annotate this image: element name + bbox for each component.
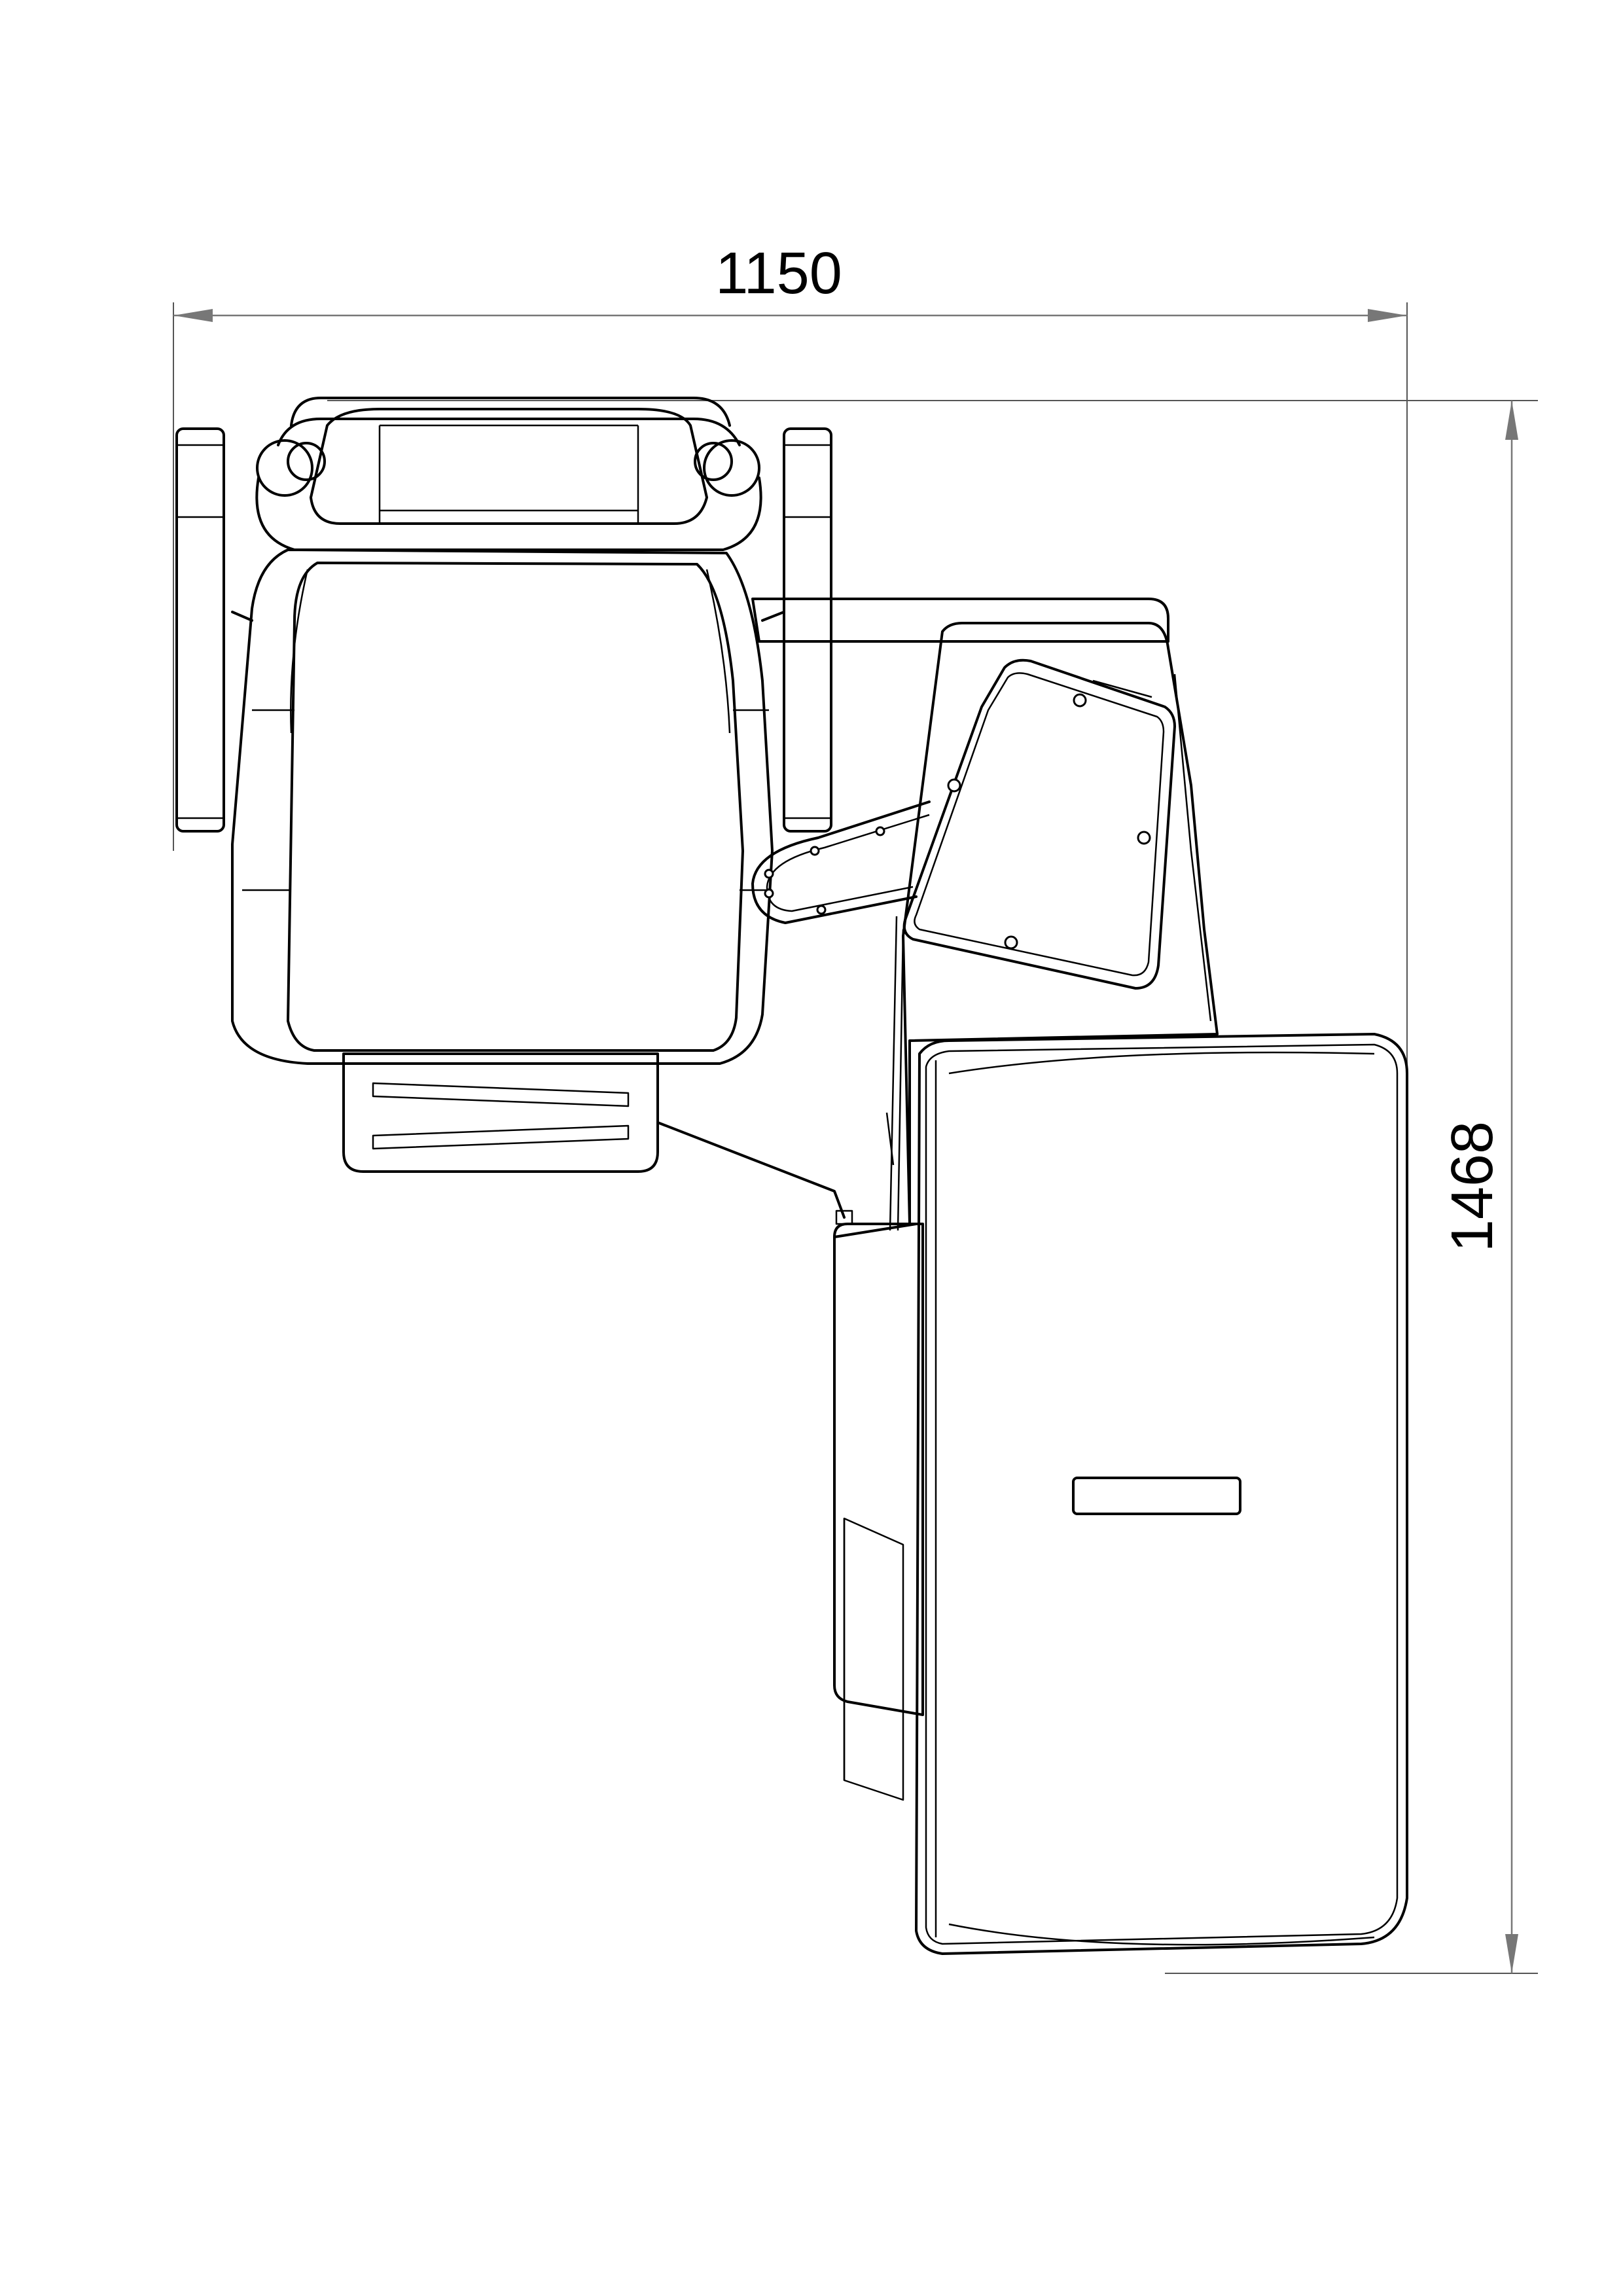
height-dimension-label: 1468 (1440, 1121, 1505, 1252)
foot-pedal (342, 1052, 853, 1225)
width-dimension: 1150 (173, 241, 1408, 1073)
rear-table (751, 598, 1169, 643)
height-dimension: 1468 (327, 400, 1538, 1974)
cabinet-handle (1072, 1477, 1241, 1515)
dental-chair (175, 397, 832, 1065)
instrument-tray (902, 658, 1176, 990)
side-storage-module (833, 1223, 924, 1801)
main-cabinet (915, 1033, 1408, 1955)
delivery-arm (751, 800, 931, 924)
unit-body (902, 622, 1219, 1225)
width-dimension-label: 1150 (715, 241, 842, 306)
